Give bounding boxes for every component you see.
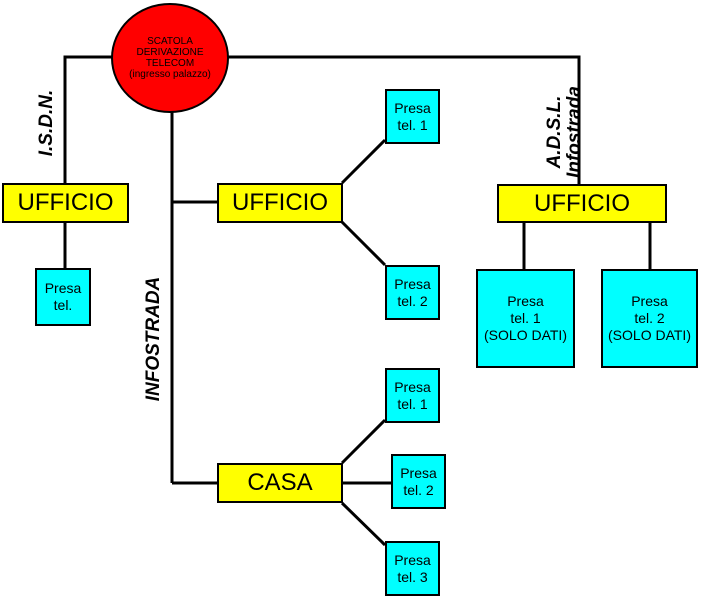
middle-office-box: UFFICIO — [217, 183, 343, 223]
home-socket-1: Presa tel. 1 — [385, 368, 440, 423]
right-office-socket-2: Presa tel. 2 (SOLO DATI) — [601, 269, 698, 368]
middle-office-socket-1: Presa tel. 1 — [385, 89, 440, 144]
home-socket-1-link — [340, 418, 387, 465]
middle-office-socket-2: Presa tel. 2 — [385, 265, 440, 320]
home-box: CASA — [217, 463, 343, 503]
middle-office-socket-2-link — [340, 220, 387, 267]
home-socket-2: Presa tel. 2 — [391, 454, 446, 509]
right-office-box: UFFICIO — [497, 184, 667, 223]
infostrada-link-label: INFOSTRADA — [143, 276, 164, 402]
isdn-line — [63, 55, 113, 183]
adsl-line — [227, 55, 581, 184]
left-office-socket: Presa tel. — [35, 268, 91, 326]
middle-office-socket-1-link — [340, 138, 387, 185]
home-socket-3-link — [340, 501, 387, 547]
adsl-link-label: A.D.S.L. Infostrada — [544, 86, 585, 178]
right-office-socket-1: Presa tel. 1 (SOLO DATI) — [476, 269, 575, 368]
telecom-junction-label: SCATOLA DERIVAZIONE TELECOM (ingresso pa… — [129, 36, 211, 80]
isdn-link-label: I.S.D.N. — [36, 89, 57, 157]
home-socket-3: Presa tel. 3 — [385, 541, 440, 596]
telecom-junction-box: SCATOLA DERIVAZIONE TELECOM (ingresso pa… — [111, 3, 229, 113]
left-office-box: UFFICIO — [2, 183, 129, 223]
